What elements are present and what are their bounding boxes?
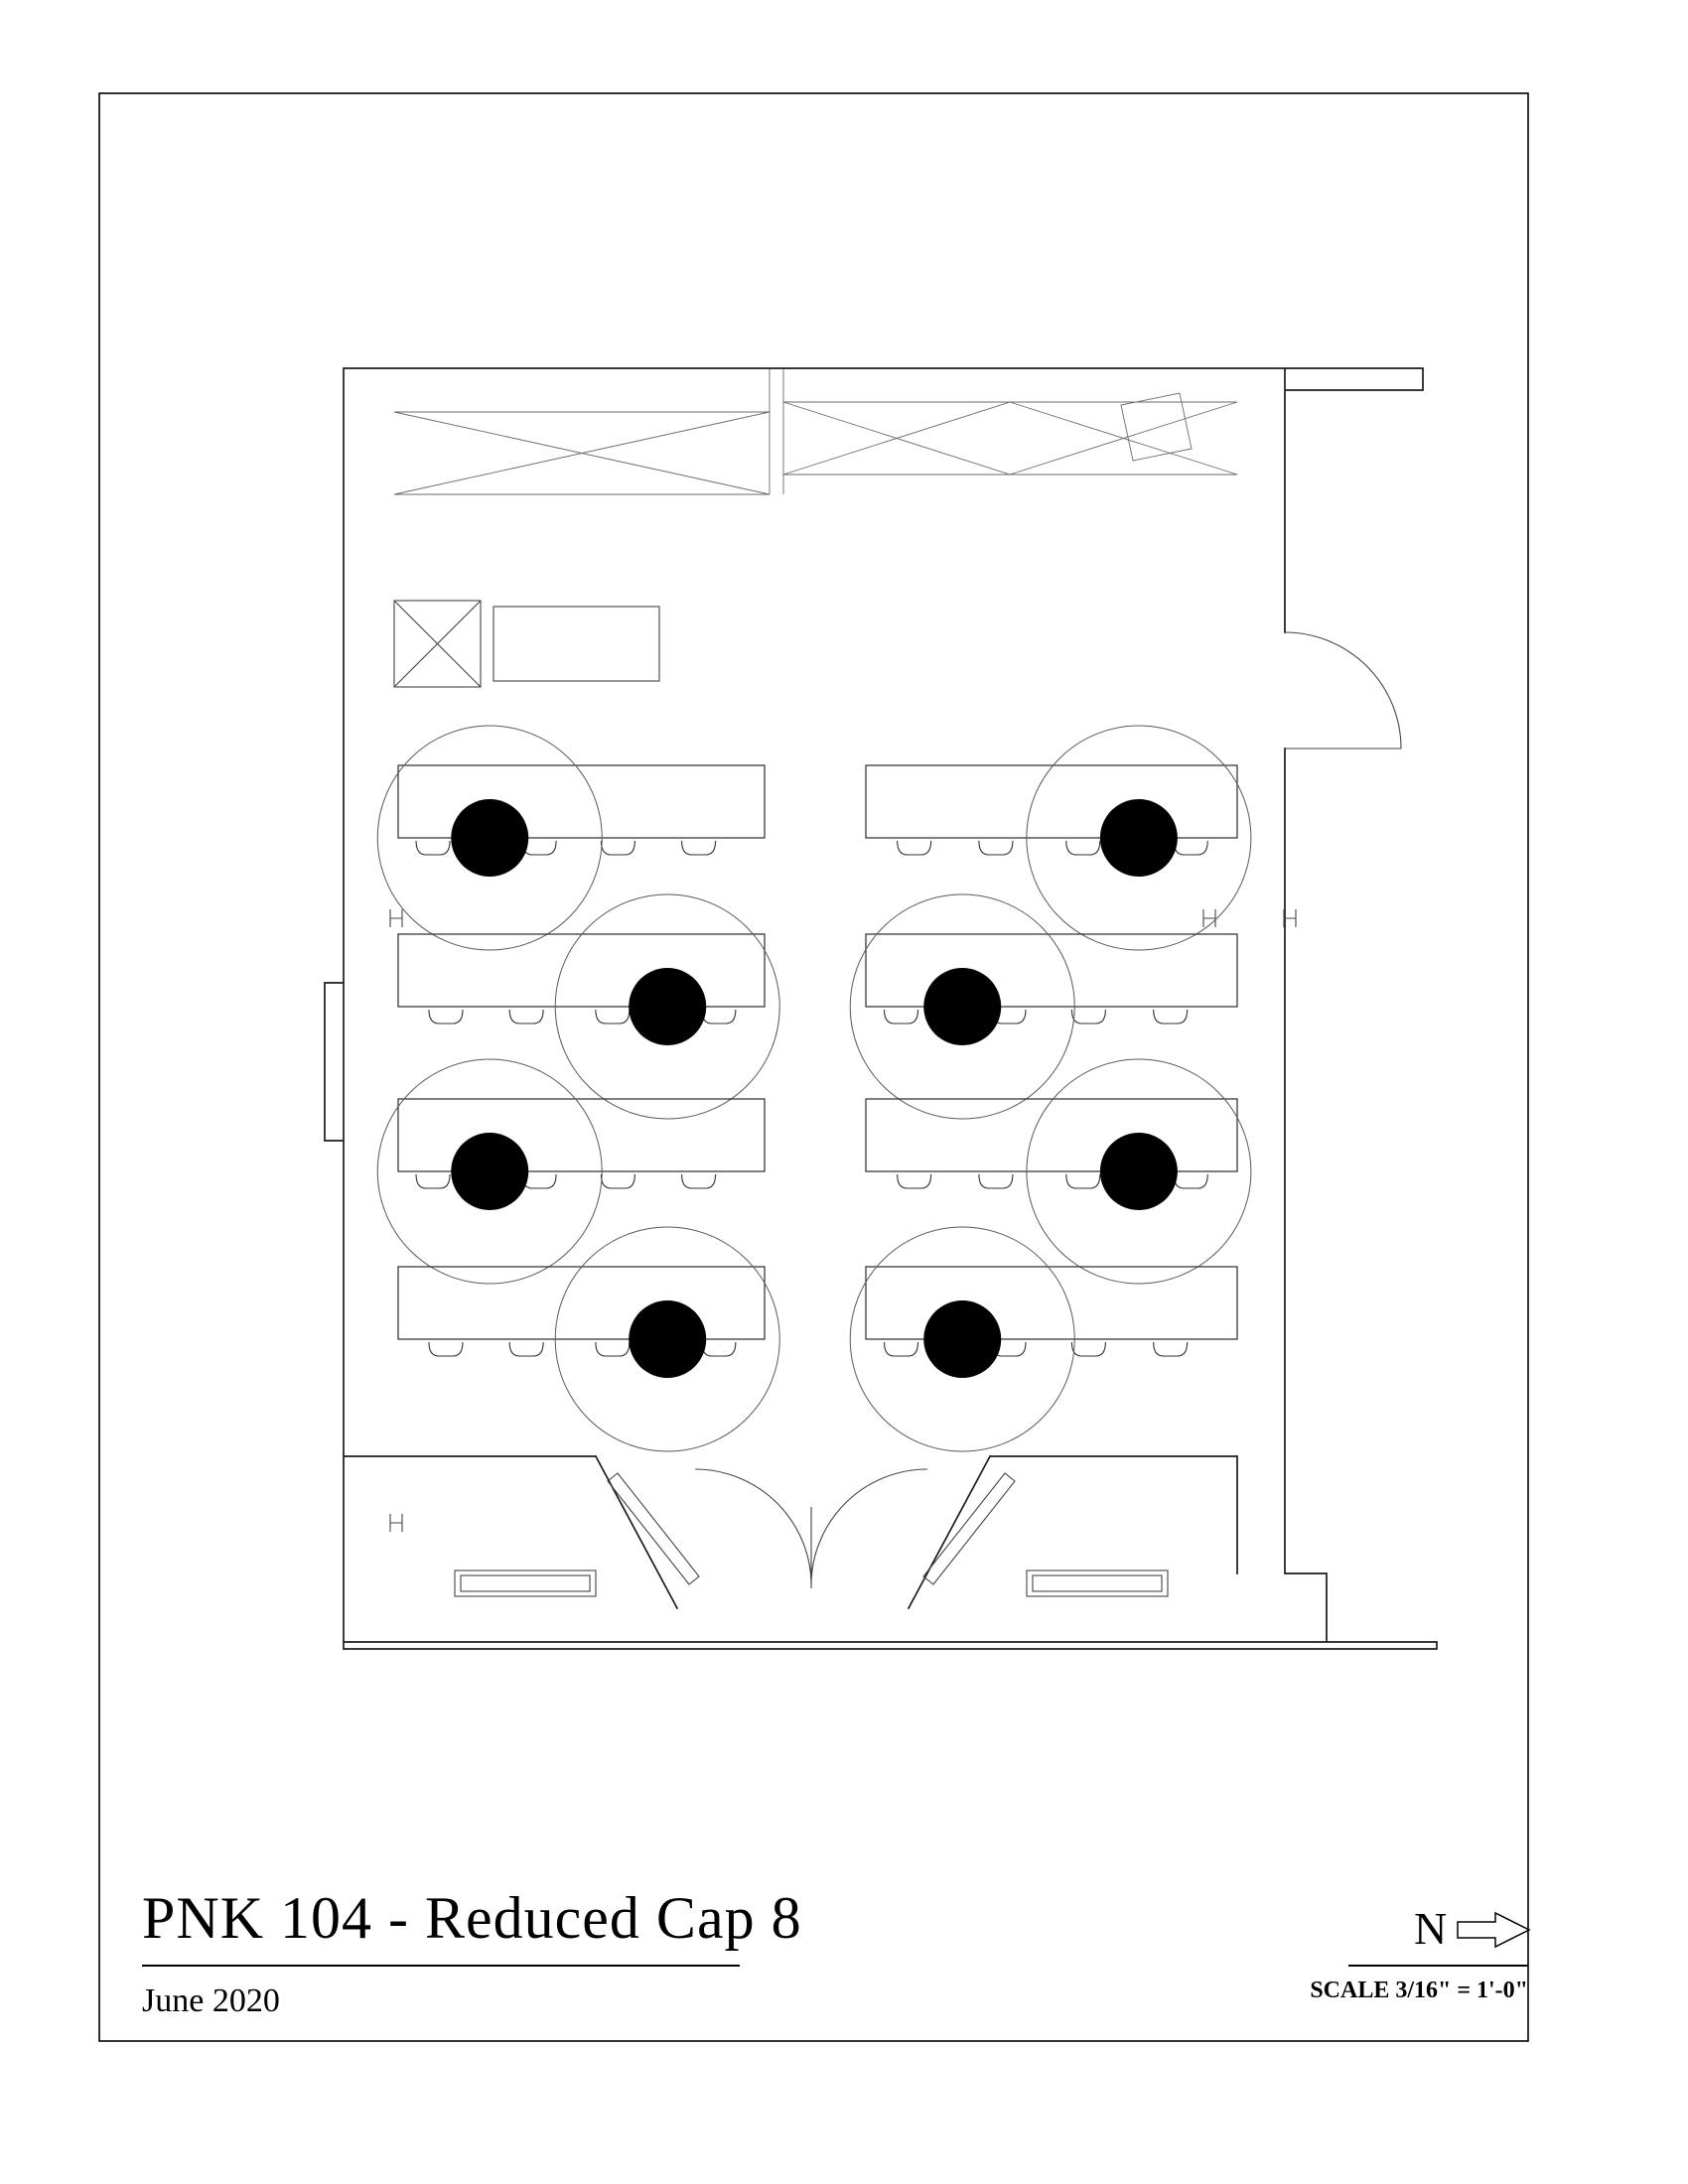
chair-icon xyxy=(681,840,717,856)
chair-icon xyxy=(1173,840,1208,856)
page-title: PNK 104 - Reduced Cap 8 xyxy=(142,1885,802,1951)
occupied-seat-marker xyxy=(923,968,1002,1045)
occupied-seat-marker xyxy=(451,799,529,877)
chair-icon xyxy=(978,1173,1014,1189)
chair-icon xyxy=(681,1173,717,1189)
chair-icon xyxy=(1065,840,1101,856)
distancing-circle xyxy=(1026,725,1252,951)
chair-icon xyxy=(978,840,1014,856)
scale-label: SCALE 3/16" = 1'-0" xyxy=(1310,1978,1528,2003)
chair-icon xyxy=(595,1009,631,1024)
occupied-seat-marker xyxy=(1099,1133,1178,1210)
chair-icon xyxy=(1070,1341,1106,1357)
threshold-right xyxy=(1026,1570,1169,1597)
distancing-circle xyxy=(554,1226,780,1452)
table-group-left-3 xyxy=(376,1058,766,1285)
roof-truss-lines xyxy=(393,368,1238,495)
table-group-right-3 xyxy=(865,1058,1252,1285)
chair-icon xyxy=(1065,1173,1101,1189)
chair-icon xyxy=(701,1009,737,1024)
chair-icon xyxy=(1070,1009,1106,1024)
cabinet-x-diagonals xyxy=(393,600,482,688)
vestibule-swing-arcs xyxy=(694,1468,928,1588)
occupied-seat-marker xyxy=(629,968,707,1045)
threshold-left xyxy=(454,1570,597,1597)
chair-icon xyxy=(883,1009,919,1024)
chair-icon xyxy=(897,1173,932,1189)
chair-icon xyxy=(508,1009,544,1024)
drawing-border xyxy=(98,92,1529,2042)
table-surface xyxy=(865,933,1238,1008)
occupied-seat-marker xyxy=(1099,799,1178,877)
vestibule-door-right-leaf xyxy=(922,1472,1016,1585)
floor-plan xyxy=(324,367,1438,1650)
cabinet-x-box xyxy=(393,600,482,688)
table-group-right-4 xyxy=(849,1226,1238,1452)
chair-icon xyxy=(701,1341,737,1357)
chair-icon xyxy=(600,840,635,856)
occupied-seat-marker xyxy=(923,1300,1002,1378)
chair-icon xyxy=(897,840,932,856)
distancing-circle xyxy=(849,893,1075,1120)
table-surface xyxy=(397,1098,766,1172)
chair-icon xyxy=(415,1173,451,1189)
chair-icon xyxy=(600,1173,635,1189)
distancing-circle xyxy=(376,725,603,951)
chair-icon xyxy=(415,840,451,856)
chair-icon xyxy=(1173,1173,1208,1189)
entry-door-arc xyxy=(1284,631,1402,750)
chair-icon xyxy=(595,1341,631,1357)
chair-icon xyxy=(508,1341,544,1357)
vestibule-door-left-leaf xyxy=(607,1472,700,1585)
room-walls xyxy=(324,367,1438,1650)
table-surface xyxy=(397,933,766,1008)
table-group-left-1 xyxy=(376,725,766,951)
table-group-left-4 xyxy=(397,1226,780,1452)
table-surface xyxy=(865,1266,1238,1340)
distancing-circle xyxy=(554,893,780,1120)
distancing-circle xyxy=(849,1226,1075,1452)
north-arrow-icon xyxy=(1457,1911,1531,1949)
occupied-seat-marker xyxy=(451,1133,529,1210)
date-label: June 2020 xyxy=(142,1982,280,2019)
threshold-right-inner xyxy=(1032,1574,1163,1592)
truss-skylight xyxy=(1120,392,1193,462)
tables-layer xyxy=(376,725,1252,1452)
chair-icon xyxy=(883,1341,919,1357)
table-group-right-2 xyxy=(849,893,1238,1120)
threshold-left-inner xyxy=(460,1574,591,1592)
table-surface xyxy=(865,1098,1238,1172)
chair-icon xyxy=(1153,1009,1189,1024)
chair-icon xyxy=(1153,1341,1189,1357)
distancing-circle xyxy=(1026,1058,1252,1285)
chair-icon xyxy=(428,1341,464,1357)
distancing-circle xyxy=(376,1058,603,1285)
table-surface xyxy=(865,764,1238,839)
occupied-seat-marker xyxy=(629,1300,707,1378)
title-block: PNK 104 - Reduced Cap 8 June 2020 N SCAL… xyxy=(142,1885,1531,2019)
table-surface xyxy=(397,764,766,839)
north-label: N xyxy=(1414,1903,1447,1954)
table-group-left-2 xyxy=(397,893,780,1120)
cabinet-counter xyxy=(492,606,660,682)
chair-icon xyxy=(428,1009,464,1024)
wall-marker-h xyxy=(389,909,1297,1532)
table-group-right-1 xyxy=(865,725,1252,951)
